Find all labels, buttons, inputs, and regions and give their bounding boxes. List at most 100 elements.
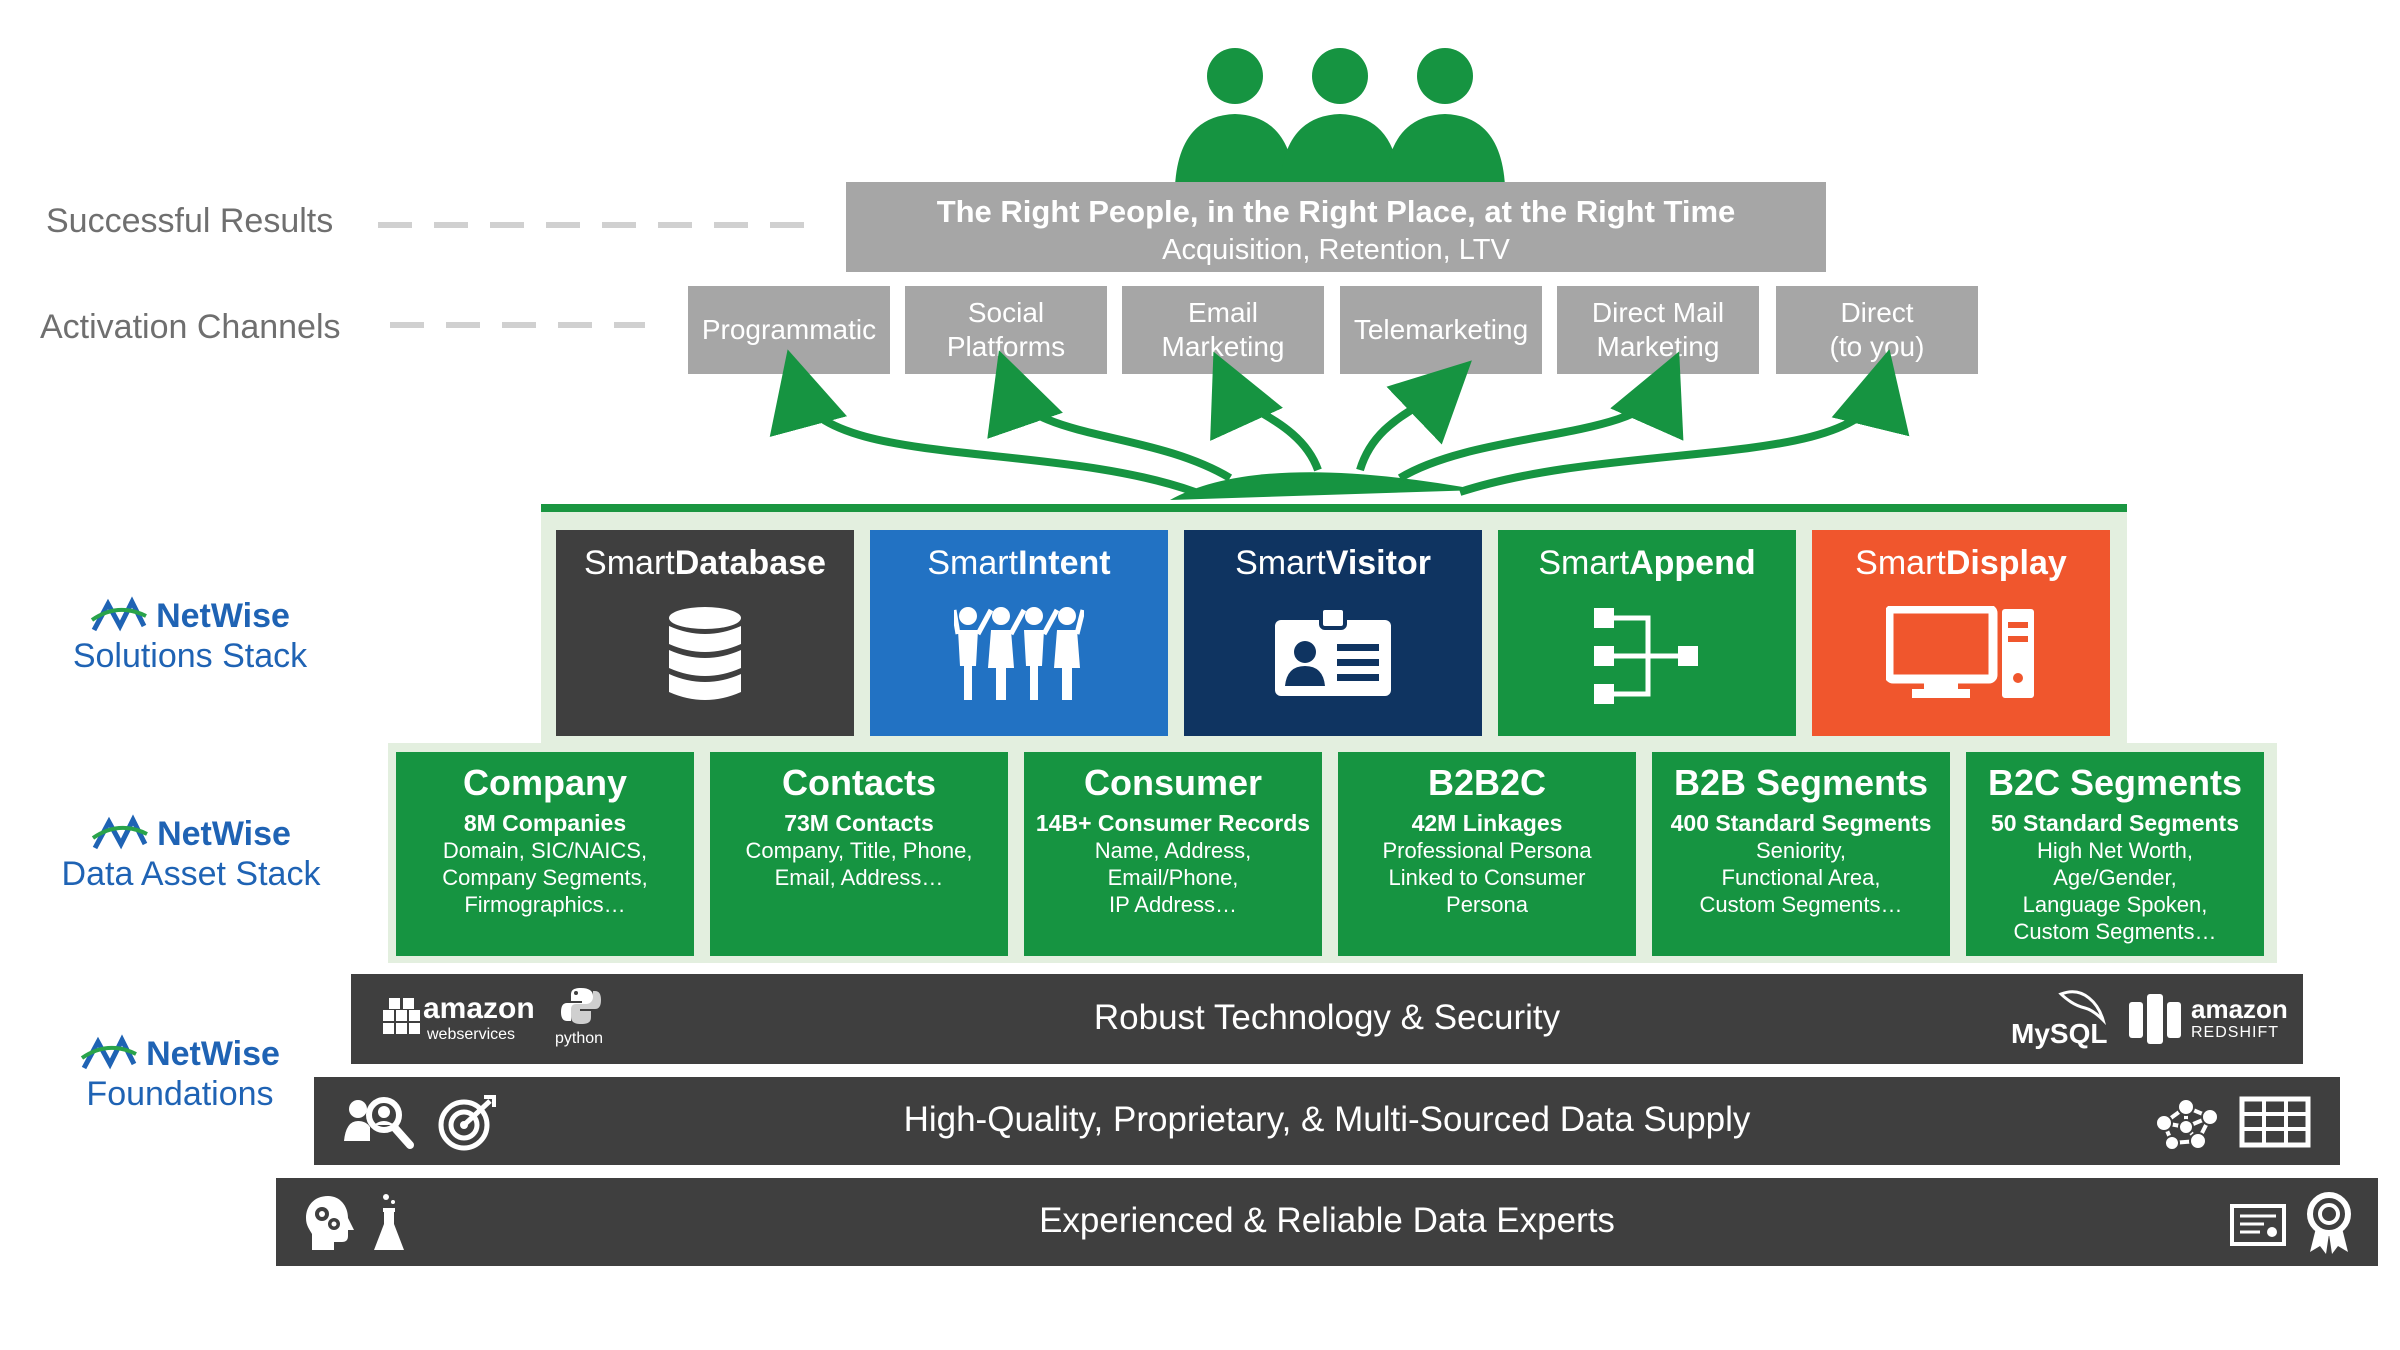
redshift-icon: [2129, 994, 2181, 1044]
solution-name: Database: [674, 544, 826, 582]
asset-detail: Custom Segments…: [1699, 892, 1903, 917]
asset-b2b-segments-card: B2B Segments 400 Standard Segments Senio…: [1652, 752, 1950, 956]
asset-detail: Professional Persona: [1382, 838, 1592, 863]
python-logo: python: [551, 986, 631, 1052]
asset-detail: Email/Phone,: [1107, 865, 1239, 890]
channel-label: Social: [967, 297, 1045, 328]
smart-prefix: Smart: [1538, 544, 1630, 582]
asset-detail: IP Address…: [1109, 892, 1237, 917]
solution-name: Visitor: [1325, 544, 1431, 582]
smart-prefix: Smart: [1235, 544, 1326, 582]
aws-cubes-icon: [383, 998, 420, 1034]
solutions-stack-label: NetWise Solutions Stack: [60, 596, 320, 676]
data-asset-stack-label: NetWise Data Asset Stack: [56, 814, 326, 894]
smart-prefix: Smart: [927, 544, 1019, 582]
people-group-icon: [954, 607, 1084, 700]
channels-dashed-connector: [390, 322, 645, 328]
network-nodes-icon: [2155, 1098, 2219, 1151]
asset-b2c-segments-card: B2C Segments 50 Standard Segments High N…: [1966, 752, 2264, 956]
netwise-brand: NetWise: [156, 596, 290, 635]
channel-label: Email: [1187, 297, 1258, 328]
python-icon: [561, 988, 601, 1024]
asset-company-card: Company 8M Companies Domain, SIC/NAICS, …: [396, 752, 694, 956]
smart-prefix: Smart: [584, 544, 675, 582]
solution-name: Append: [1629, 544, 1756, 582]
asset-detail: Linked to Consumer: [1388, 865, 1586, 890]
asset-subtitle: 400 Standard Segments: [1670, 810, 1932, 836]
asset-consumer-card: Consumer 14B+ Consumer Records Name, Add…: [1024, 752, 1322, 956]
data-asset-stack-title: Data Asset Stack: [61, 855, 321, 893]
solution-name: Intent: [1018, 544, 1111, 582]
asset-detail: High Net Worth,: [2036, 838, 2194, 863]
asset-detail: Name, Address,: [1094, 838, 1252, 863]
smart-intent-card: SmartIntent: [870, 530, 1168, 736]
id-badge-icon: [1275, 606, 1391, 696]
smart-visitor-card: SmartVisitor: [1184, 530, 1482, 736]
channel-telemarketing: Telemarketing: [1340, 286, 1542, 374]
asset-title: B2B Segments: [1673, 762, 1929, 803]
smart-append-card: SmartAppend: [1498, 530, 1796, 736]
mysql-wordmark: MySQL: [2011, 1018, 2108, 1049]
asset-detail: Functional Area,: [1721, 865, 1881, 890]
asset-subtitle: 42M Linkages: [1411, 810, 1563, 836]
dolphin-icon: [2058, 990, 2107, 1026]
results-subline: Acquisition, Retention, LTV: [1162, 234, 1510, 266]
asset-detail: Email, Address…: [774, 865, 944, 890]
foundations-label: NetWise Foundations: [60, 1034, 300, 1114]
asset-subtitle: 50 Standard Segments: [1991, 810, 2239, 836]
redshift-logo: amazon REDSHIFT: [2127, 988, 2288, 1052]
netwise-logo-icon: [90, 596, 147, 632]
smart-display-card: SmartDisplay: [1812, 530, 2110, 736]
python-wordmark: python: [555, 1030, 604, 1047]
certificate-icon: [2230, 1204, 2286, 1246]
netwise-logo-icon: [80, 1034, 137, 1070]
asset-title: B2B2C: [1427, 762, 1547, 803]
solutions-top-line: [541, 504, 2127, 512]
asset-subtitle: 8M Companies: [463, 810, 627, 836]
results-banner: The Right People, in the Right Place, at…: [846, 182, 1826, 272]
foundations-title: Foundations: [86, 1075, 274, 1113]
channel-label: Direct: [1840, 297, 1914, 328]
aws-wordmark: amazon: [423, 992, 535, 1025]
asset-detail: Domain, SIC/NAICS,: [442, 838, 648, 863]
asset-detail: Company Segments,: [442, 865, 648, 890]
foundation-label: Experienced & Reliable Data Experts: [1039, 1201, 1615, 1240]
flask-icon: [374, 1194, 404, 1250]
desktop-computer-icon: [1886, 606, 2034, 698]
asset-title: B2C Segments: [1987, 762, 2243, 803]
asset-detail: Custom Segments…: [2013, 919, 2217, 944]
netwise-logo-icon: [91, 814, 148, 850]
people-group-icon: [1175, 48, 1505, 186]
asset-subtitle: 14B+ Consumer Records: [1035, 810, 1311, 836]
award-ribbon-icon: [2307, 1192, 2351, 1254]
asset-title: Company: [462, 762, 628, 803]
activation-channels-label: Activation Channels: [40, 308, 341, 346]
asset-detail: Age/Gender,: [2053, 865, 2177, 890]
solutions-stack-title: Solutions Stack: [72, 637, 308, 675]
asset-title: Contacts: [781, 762, 937, 803]
asset-detail: Company, Title, Phone,: [745, 838, 973, 863]
netwise-brand: NetWise: [146, 1034, 280, 1073]
target-icon: [438, 1095, 496, 1151]
append-icon: [1594, 608, 1698, 704]
smart-database-card: SmartDatabase: [556, 530, 854, 736]
results-dashed-connector: [378, 222, 808, 228]
channel-label: Programmatic: [701, 314, 877, 345]
solution-name: Display: [1945, 544, 2067, 582]
foundation-experts-bar: Experienced & Reliable Data Experts: [276, 1178, 2378, 1266]
asset-detail: Firmographics…: [464, 892, 626, 917]
database-icon: [669, 607, 741, 700]
head-gears-icon: [306, 1196, 354, 1250]
channel-programmatic: Programmatic: [688, 286, 890, 374]
asset-detail: Seniority,: [1755, 838, 1847, 863]
channel-label: Telemarketing: [1353, 314, 1529, 345]
results-headline: The Right People, in the Right Place, at…: [936, 194, 1736, 229]
foundation-data-supply-bar: High-Quality, Proprietary, & Multi-Sourc…: [314, 1077, 2340, 1165]
foundation-technology-bar: Robust Technology & Security amazon webs…: [351, 974, 2303, 1064]
asset-detail: Persona: [1446, 892, 1528, 917]
redshift-subword: REDSHIFT: [2191, 1024, 2279, 1041]
mysql-logo: MySQL: [2007, 988, 2117, 1052]
asset-contacts-card: Contacts 73M Contacts Company, Title, Ph…: [710, 752, 1008, 956]
aws-logo: amazon webservices: [381, 992, 535, 1048]
